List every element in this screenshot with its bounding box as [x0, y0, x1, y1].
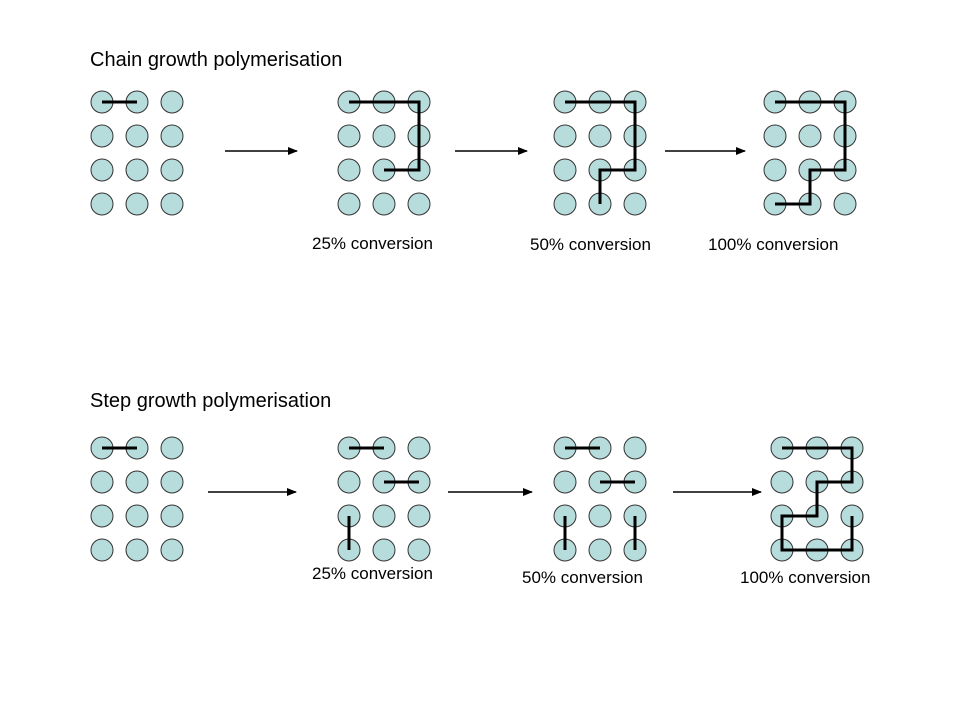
monomer: [553, 192, 577, 216]
monomer: [337, 124, 361, 148]
polymer-bond: [565, 100, 637, 204]
monomer: [90, 504, 114, 528]
chain-stage-2-grid: [337, 90, 431, 216]
monomer: [90, 158, 114, 182]
monomer: [588, 538, 612, 562]
monomer: [160, 158, 184, 182]
monomer: [160, 124, 184, 148]
monomer: [160, 538, 184, 562]
step-stage-2-grid: [337, 436, 431, 562]
monomer: [588, 124, 612, 148]
chain-caption-50: 50% conversion: [530, 235, 651, 254]
polymer-bond: [780, 446, 854, 552]
monomer: [337, 470, 361, 494]
step-stage-4-grid: [770, 436, 864, 562]
chain-stage-4-grid: [763, 90, 857, 216]
chain-growth-title: Chain growth polymerisation: [90, 49, 342, 71]
monomer: [770, 470, 794, 494]
chain-caption-100: 100% conversion: [708, 235, 838, 254]
step-caption-50: 50% conversion: [522, 568, 643, 587]
monomer: [160, 192, 184, 216]
monomer: [407, 192, 431, 216]
monomer: [337, 158, 361, 182]
monomer: [833, 192, 857, 216]
monomer: [798, 124, 822, 148]
monomer: [160, 90, 184, 114]
step-caption-100: 100% conversion: [740, 568, 870, 587]
polymer-bond: [349, 100, 421, 172]
monomer: [125, 158, 149, 182]
step-caption-25: 25% conversion: [312, 564, 433, 583]
monomer: [125, 538, 149, 562]
monomer: [407, 504, 431, 528]
monomer: [407, 538, 431, 562]
monomer: [623, 192, 647, 216]
monomer: [588, 504, 612, 528]
monomer: [553, 124, 577, 148]
monomer: [372, 192, 396, 216]
monomer: [90, 192, 114, 216]
monomer: [125, 192, 149, 216]
monomer: [160, 470, 184, 494]
monomer: [372, 538, 396, 562]
monomer: [372, 504, 396, 528]
monomer: [160, 504, 184, 528]
monomer-grids: [90, 90, 864, 562]
monomer: [90, 538, 114, 562]
monomer: [553, 470, 577, 494]
monomer: [90, 124, 114, 148]
chain-stage-3-grid: [553, 90, 647, 216]
monomer: [160, 436, 184, 460]
monomer: [407, 436, 431, 460]
chain-stage-1-grid: [90, 90, 184, 216]
monomer: [90, 470, 114, 494]
monomer: [623, 436, 647, 460]
monomer: [125, 470, 149, 494]
step-growth-title: Step growth polymerisation: [90, 390, 331, 412]
monomer: [125, 504, 149, 528]
monomer: [763, 124, 787, 148]
monomer: [763, 158, 787, 182]
step-stage-3-grid: [553, 436, 647, 562]
chain-caption-25: 25% conversion: [312, 234, 433, 253]
monomer: [553, 158, 577, 182]
step-stage-1-grid: [90, 436, 184, 562]
polymer-bond: [775, 100, 847, 206]
monomer: [125, 124, 149, 148]
monomer: [337, 192, 361, 216]
monomer: [372, 124, 396, 148]
